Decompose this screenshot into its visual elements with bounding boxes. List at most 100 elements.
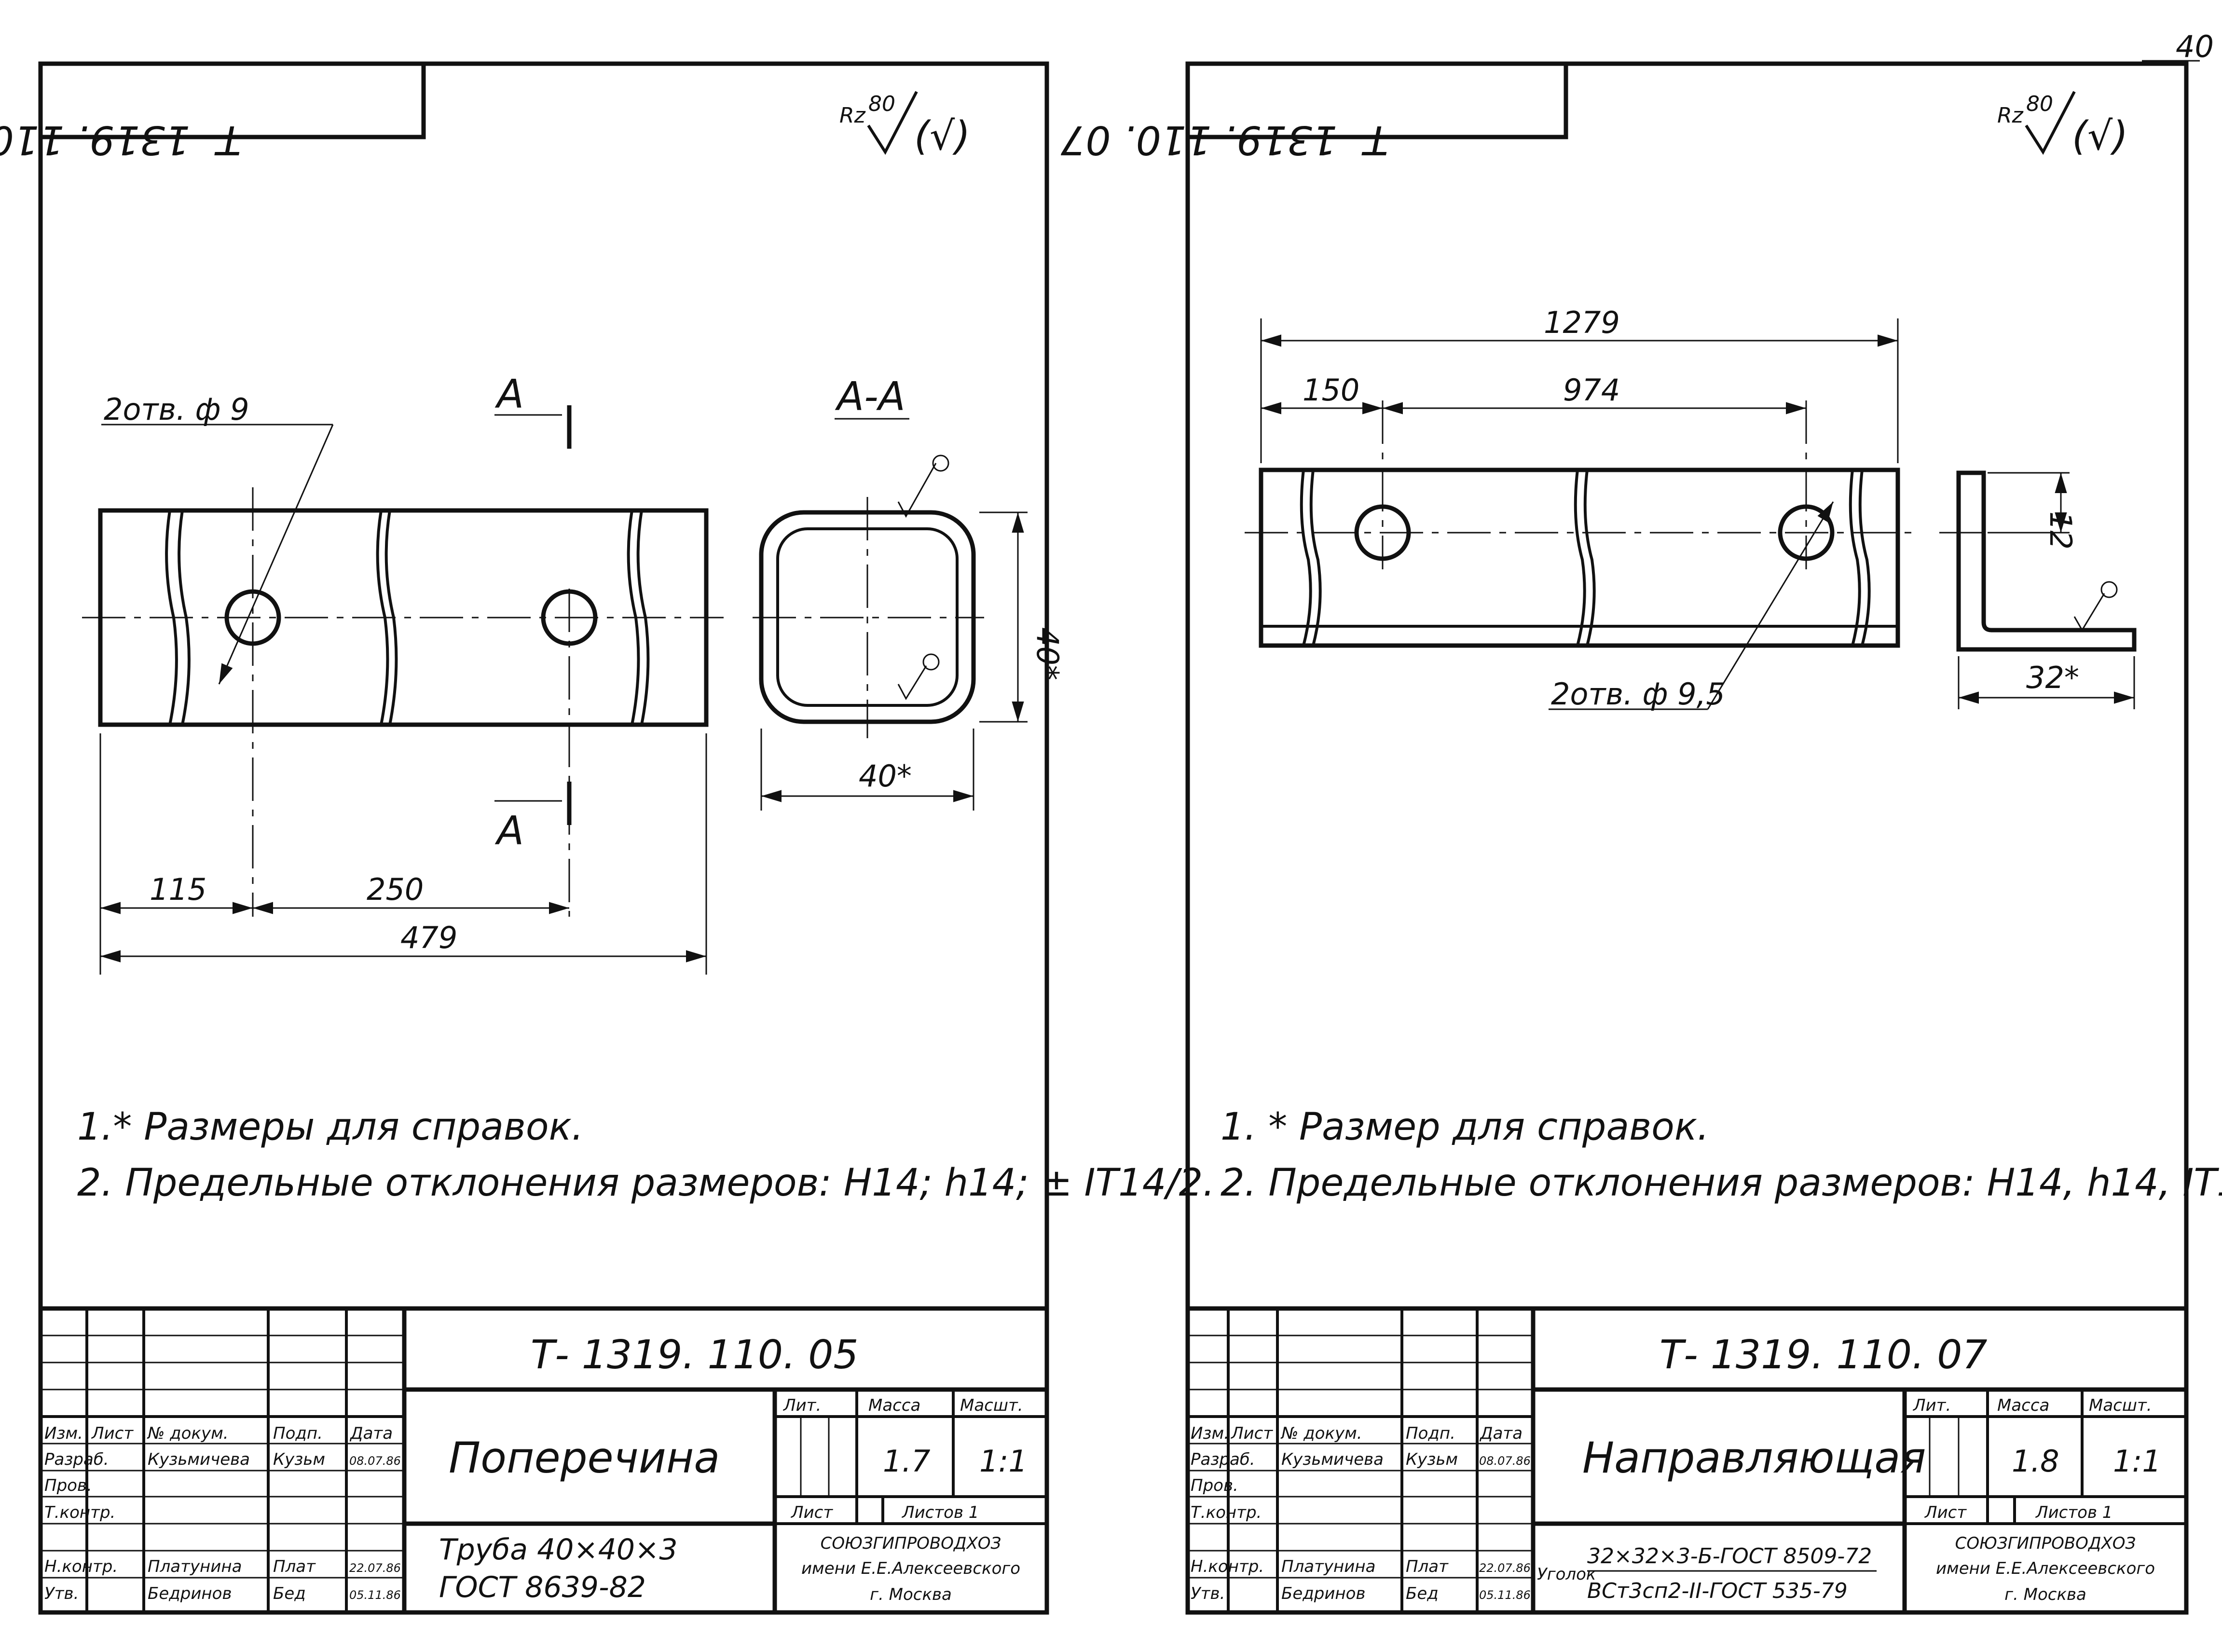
svg-text:Лит.: Лит. <box>1912 1396 1951 1415</box>
dim-150: 150 <box>1303 372 1359 408</box>
sheet-2-code: Т- 1319. 110. 07 <box>1660 1332 1988 1378</box>
svg-text:Изм.: Изм. <box>1191 1424 1229 1443</box>
sheet-2-titleblock: Изм. Лист № докум. Подп. Дата Разраб. Ку… <box>1188 1306 2186 1612</box>
svg-text:Лист: Лист <box>1924 1503 1967 1522</box>
sheet-1-section-mark-bottom: А <box>494 808 524 854</box>
sheet-2-roughness-symbol: Rz 80 (√) <box>1997 91 2128 159</box>
svg-text:Плат: Плат <box>1406 1557 1449 1576</box>
svg-text:08.07.86: 08.07.86 <box>1479 1454 1531 1468</box>
svg-text:Платунина: Платунина <box>148 1557 242 1576</box>
svg-text:Масса: Масса <box>1997 1396 2049 1415</box>
svg-text:Бедринов: Бедринов <box>1281 1584 1366 1603</box>
svg-text:Утв.: Утв. <box>1191 1584 1225 1603</box>
sheet-1-main-view: 2отв. ф 9 А А 115 250 479 <box>82 372 724 975</box>
sheet-2-main-view: 1279 150 974 2отв. ф 9,5 <box>1245 305 1915 712</box>
sheet-1-code: Т- 1319. 110. 05 <box>531 1332 859 1378</box>
svg-text:Кузьмичева: Кузьмичева <box>1281 1450 1384 1469</box>
svg-text:СОЮЗГИПРОВОДХОЗ: СОЮЗГИПРОВОДХОЗ <box>1955 1534 2136 1553</box>
svg-text:05.11.86: 05.11.86 <box>1479 1588 1531 1602</box>
dim-12: 12 <box>2043 511 2078 550</box>
dim-115: 115 <box>150 872 206 907</box>
svg-text:Н.контр.: Н.контр. <box>1191 1557 1264 1576</box>
svg-text:Пров.: Пров. <box>44 1476 92 1495</box>
svg-text:№ докум.: № докум. <box>1280 1424 1362 1443</box>
sheet-2-material-2: ВСт3сп2-II-ГОСТ 535-79 <box>1587 1579 1848 1603</box>
sheet-1-code-mirrored: Т- 1319. 110. 05 <box>0 117 241 163</box>
page-number: 40 <box>2176 29 2214 64</box>
svg-text:Подп.: Подп. <box>273 1424 323 1443</box>
svg-text:Платунина: Платунина <box>1281 1557 1375 1576</box>
svg-text:08.07.86: 08.07.86 <box>349 1454 401 1468</box>
svg-text:Лист: Лист <box>790 1503 833 1522</box>
svg-text:Rz: Rz <box>839 103 866 128</box>
svg-text:80: 80 <box>868 92 895 116</box>
svg-text:(√): (√) <box>2072 113 2128 159</box>
svg-text:Бед: Бед <box>1406 1584 1439 1603</box>
sheet-1-section-view: А-А 40* 40* <box>753 374 1065 811</box>
sheet-1-code-box <box>38 61 426 139</box>
svg-text:имени Е.Е.Алексеевского: имени Е.Е.Алексеевского <box>801 1559 1020 1578</box>
sheet-2-section-view: 12 32* <box>1939 470 2137 709</box>
sheet-1-roughness-symbol: Rz 80 (√) <box>839 91 970 159</box>
sheet-1-scale: 1:1 <box>979 1444 1028 1479</box>
dim-1279: 1279 <box>1544 305 1620 340</box>
svg-text:г. Москва: г. Москва <box>2004 1585 2086 1604</box>
dim-40-vertical: 40* <box>1030 627 1065 680</box>
sheet-1-frame <box>38 61 1049 1615</box>
svg-text:Разраб.: Разраб. <box>44 1450 109 1469</box>
sheet-1-name: Поперечина <box>449 1433 720 1483</box>
sheet-2-name: Направляющая <box>1582 1433 1926 1483</box>
svg-text:СОЮЗГИПРОВОДХОЗ: СОЮЗГИПРОВОДХОЗ <box>821 1534 1001 1553</box>
svg-text:Пров.: Пров. <box>1191 1476 1238 1495</box>
svg-text:22.07.86: 22.07.86 <box>349 1561 401 1575</box>
sheet-2-frame <box>1185 61 2189 1615</box>
sheet-1-note-2: 2. Предельные отклонения размеров: Н14; … <box>77 1161 1215 1205</box>
svg-text:Лист: Лист <box>1230 1424 1273 1443</box>
svg-text:Кузьмичева: Кузьмичева <box>148 1450 250 1469</box>
sheet-2-material-1: 32×32×3-Б-ГОСТ 8509-72 <box>1587 1544 1872 1569</box>
sheet-2-scale: 1:1 <box>2113 1444 2161 1479</box>
sheet-2-code-mirrored: Т- 1319. 110. 07 <box>1060 117 1388 163</box>
sheet-2-code-box <box>1185 61 1568 139</box>
sheet-1: Т- 1319. 110. 05 Rz 80 (√) <box>0 61 1215 1615</box>
svg-text:Подп.: Подп. <box>1406 1424 1455 1443</box>
sheet-1-section-label: А-А <box>835 374 905 420</box>
svg-text:Бедринов: Бедринов <box>148 1584 232 1603</box>
svg-text:05.11.86: 05.11.86 <box>349 1588 401 1602</box>
sheet-2: Т- 1319. 110. 07 Rz 80 (√) <box>1060 61 2222 1615</box>
svg-text:Н.контр.: Н.контр. <box>44 1557 118 1576</box>
svg-text:г. Москва: г. Москва <box>870 1585 952 1604</box>
svg-text:22.07.86: 22.07.86 <box>1479 1561 1531 1575</box>
svg-text:Масшт.: Масшт. <box>960 1396 1023 1415</box>
svg-text:Бед: Бед <box>273 1584 306 1603</box>
sheet-1-note-1: 1.* Размеры для справок. <box>77 1105 584 1149</box>
sheet-2-hole-label: 2отв. ф 9,5 <box>1551 676 1725 712</box>
sheet-1-material-2: ГОСТ 8639-82 <box>439 1570 646 1604</box>
sheet-2-mass: 1.8 <box>2012 1444 2059 1479</box>
svg-text:Т.контр.: Т.контр. <box>44 1503 115 1522</box>
sheet-2-note-2: 2. Предельные отклонения размеров: Н14, … <box>1221 1161 2222 1205</box>
svg-text:Кузьм: Кузьм <box>273 1450 325 1469</box>
svg-text:Дата: Дата <box>1479 1424 1522 1443</box>
svg-text:имени Е.Е.Алексеевского: имени Е.Е.Алексеевского <box>1936 1559 2155 1578</box>
dim-974: 974 <box>1563 372 1620 408</box>
sheet-1-hole-label: 2отв. ф 9 <box>104 392 249 427</box>
sheet-2-material-prefix: Уголок <box>1537 1565 1596 1584</box>
svg-text:Разраб.: Разраб. <box>1191 1450 1255 1469</box>
sheet-1-material-1: Труба 40×40×3 <box>439 1533 678 1567</box>
svg-text:Т.контр.: Т.контр. <box>1191 1503 1262 1522</box>
svg-text:Масшт.: Масшт. <box>2089 1396 2152 1415</box>
svg-text:Плат: Плат <box>273 1557 316 1576</box>
svg-text:Масса: Масса <box>868 1396 920 1415</box>
sheet-2-note-1: 1. * Размер для справок. <box>1221 1105 1709 1149</box>
dim-250: 250 <box>367 872 424 907</box>
svg-text:Лист: Лист <box>91 1424 134 1443</box>
dim-40-horizontal: 40* <box>859 758 912 794</box>
svg-text:(√): (√) <box>914 113 970 159</box>
svg-text:№ докум.: № докум. <box>147 1424 229 1443</box>
sheet-1-mass: 1.7 <box>883 1444 931 1479</box>
svg-text:Утв.: Утв. <box>44 1584 79 1603</box>
svg-text:Кузьм: Кузьм <box>1406 1450 1458 1469</box>
svg-text:80: 80 <box>2026 92 2053 116</box>
